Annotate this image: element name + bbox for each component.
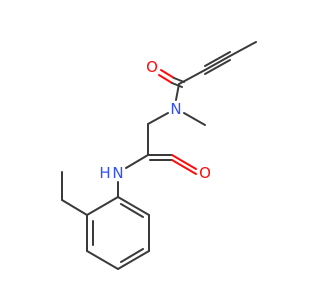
bond-carbonyl-o-top-2 [158,74,173,84]
atom-labels: O N O N H [99,58,211,182]
bond-alkyne-3 [204,59,231,75]
ring-bond-6 [86,196,119,216]
atom-nitrogen-nh: N [112,164,123,182]
atom-oxygen-top: O [146,58,158,76]
bond-carbonyl-to-alkyne [178,69,206,85]
atom-hydrogen-nh: H [99,164,110,182]
bond-carbonyl2-o-4 [171,159,197,175]
ring-bond-3 [117,250,150,270]
bond-carbonyl2-o-2 [171,154,197,170]
bond-n-ch2 [147,112,169,125]
bond-alkyne-2 [204,55,231,71]
ring-bond-4 [86,250,119,270]
bond-carbonyl-o-top-1 [160,69,175,79]
ring-inner-2 [120,248,144,263]
atom-nitrogen-amide: N [170,100,181,118]
bond-carbonyl-o-top-c2 [171,82,183,88]
ring-bond-1 [117,196,150,216]
bond-n-methyl [183,112,206,126]
chemical-structure-diagram: O N O N H [61,41,257,270]
atom-oxygen-middle: O [199,164,211,182]
bond-alkyne-1 [204,51,231,67]
bond-carbonyl-n [175,83,180,101]
bond-alkyne-methyl [229,41,257,57]
bond-ethyl-1 [61,199,88,216]
bond-carbonyl2-nh [125,154,149,169]
bonds-layer [61,41,257,270]
ring-inner-1 [120,203,144,218]
